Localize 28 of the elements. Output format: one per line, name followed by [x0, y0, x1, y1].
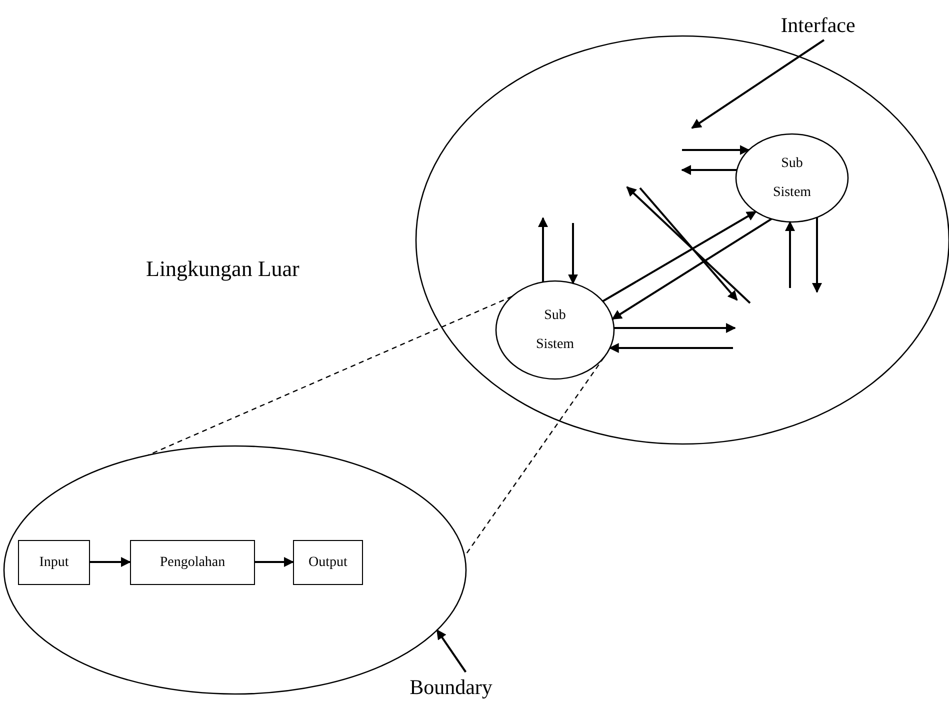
process-box: [293, 540, 363, 585]
arrow: [682, 145, 750, 155]
arrow: [614, 323, 736, 333]
arrow: [608, 343, 733, 353]
node-text: Input: [39, 554, 69, 570]
arrow: [90, 557, 131, 567]
arrow: [436, 629, 467, 673]
arrow: [255, 557, 294, 567]
arrow: [568, 223, 578, 284]
subsystem-ellipse: [735, 133, 849, 223]
node-text: Output: [308, 554, 348, 570]
text-label: Lingkungan Luar: [146, 256, 300, 282]
arrow: [691, 39, 825, 129]
node-text: Sub Sistem: [534, 306, 576, 354]
arrow: [812, 217, 822, 293]
arrow: [681, 165, 737, 175]
subsystem-ellipse: [495, 280, 615, 380]
dashed-line: [148, 296, 512, 456]
node-text: Sub Sistem: [772, 154, 812, 202]
arrow: [612, 218, 772, 320]
arrow: [785, 220, 795, 288]
text-label: Interface: [772, 10, 864, 40]
process-box: [18, 540, 90, 585]
process-box: [130, 540, 255, 585]
text-label: Boundary: [406, 672, 496, 702]
arrow: [538, 217, 548, 282]
node-text: Pengolahan: [160, 554, 226, 570]
arrow: [602, 210, 757, 302]
